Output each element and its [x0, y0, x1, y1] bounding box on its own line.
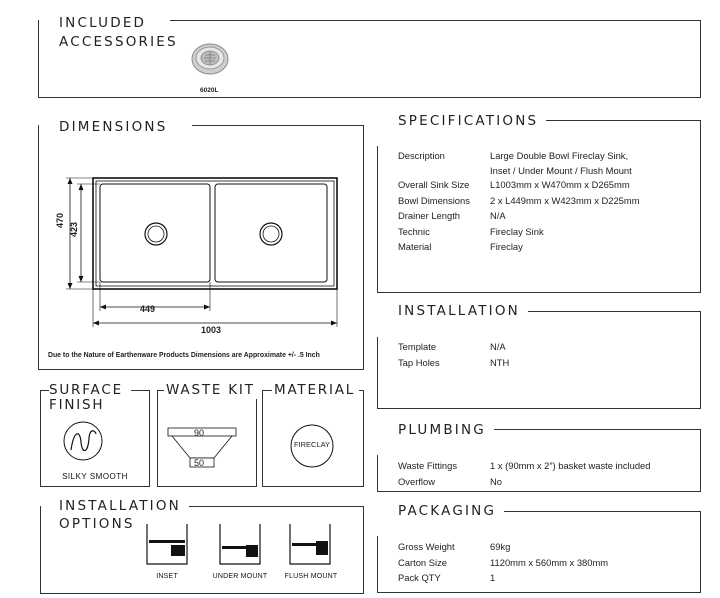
options-right-border — [363, 506, 364, 594]
packaging-top-border — [495, 511, 701, 512]
surface-left-border — [40, 390, 41, 487]
plumbing-top-border — [488, 429, 701, 430]
material-bottom-border — [262, 486, 364, 487]
surface-finish-title-line1: SURFACE — [49, 381, 131, 399]
packaging-left-border — [377, 536, 378, 593]
material-right-border — [363, 390, 364, 487]
wastekit-left-border — [157, 390, 158, 487]
installation-bottom-border — [377, 408, 701, 409]
flush-mount-icon — [289, 524, 331, 565]
option-under-mount-label: UNDER MOUNT — [212, 573, 268, 580]
surface-finish-caption: SILKY SMOOTH — [62, 472, 128, 481]
specs-top-border — [525, 120, 701, 121]
surface-finish-title-line2: FINISH — [49, 396, 109, 414]
waste-kit-bottom-value: 50 — [194, 458, 205, 468]
accessories-bottom-border — [38, 97, 701, 98]
waste-kit-title: WASTE KIT — [164, 381, 257, 399]
basket-waste-icon — [191, 43, 229, 75]
accessories-right-border — [700, 20, 701, 98]
overall-height-label: 470 — [55, 212, 65, 228]
dimensions-title: DIMENSIONS — [59, 118, 176, 136]
option-flush-mount-label: FLUSH MOUNT — [284, 573, 338, 580]
accessories-title-line2: ACCESSORIES — [59, 33, 186, 51]
options-left-border — [40, 506, 41, 594]
accessory-code: 6020L — [200, 87, 219, 94]
material-badge-label: FIRECLAY — [293, 440, 331, 449]
surface-right-border — [149, 390, 150, 487]
installation-left-border — [377, 337, 378, 409]
surface-bottom-border — [40, 486, 150, 487]
specs-left-border — [377, 146, 378, 293]
packaging-bottom-border — [377, 592, 701, 593]
silky-smooth-icon — [63, 421, 103, 461]
bowl-height-label: 423 — [69, 221, 79, 237]
accessories-top-border — [170, 20, 701, 21]
installation-title: INSTALLATION — [398, 302, 528, 320]
dimensions-right-border — [363, 125, 364, 370]
installation-options-title-line1: INSTALLATION — [59, 497, 189, 515]
options-top-border — [168, 506, 364, 507]
wastekit-right-border — [256, 390, 257, 487]
sink-dimension-drawing — [66, 177, 338, 327]
waste-kit-top-value: 90 — [194, 428, 205, 438]
installation-right-border — [700, 311, 701, 409]
material-left-border — [262, 390, 263, 487]
wastekit-bottom-border — [157, 486, 257, 487]
packaging-right-border — [700, 511, 701, 593]
dimensions-note: Due to the Nature of Earthenware Product… — [48, 352, 320, 359]
under-mount-icon — [219, 524, 261, 565]
plumbing-title: PLUMBING — [398, 421, 494, 439]
waste-kit-icon — [167, 427, 237, 468]
specifications-title: SPECIFICATIONS — [398, 112, 547, 130]
dimensions-top-border — [192, 125, 364, 126]
accessories-left-border — [38, 20, 39, 98]
specs-right-border — [700, 120, 701, 293]
plumbing-right-border — [700, 429, 701, 492]
plumbing-left-border — [377, 455, 378, 492]
bowl-width-label: 449 — [140, 304, 156, 314]
plumbing-bottom-border — [377, 491, 701, 492]
installation-options-title-line2: OPTIONS — [59, 515, 143, 533]
dimensions-left-border — [38, 125, 39, 370]
options-bottom-border — [40, 593, 364, 594]
accessories-title-line1: INCLUDED — [59, 14, 155, 32]
packaging-title: PACKAGING — [398, 502, 505, 520]
inset-mount-icon — [146, 524, 188, 565]
material-title: MATERIAL — [272, 381, 360, 399]
specs-bottom-border — [377, 292, 701, 293]
dimensions-bottom-border — [38, 369, 364, 370]
fireclay-badge-icon — [290, 424, 334, 468]
overall-width-label: 1003 — [201, 325, 222, 335]
installation-top-border — [505, 311, 701, 312]
option-inset-label: INSET — [156, 573, 178, 580]
